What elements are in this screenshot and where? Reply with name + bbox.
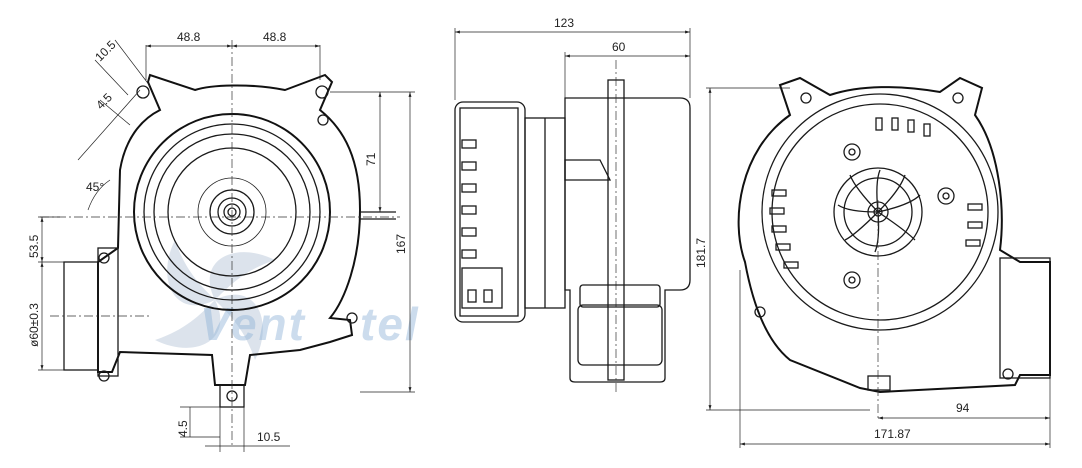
dim-line <box>99 99 131 126</box>
watermark-text: Vent <box>200 298 306 350</box>
side-view: 123 60 <box>454 16 691 395</box>
dim-angle: 45° <box>86 180 104 194</box>
rear-screw <box>843 143 861 161</box>
dim-right-upper: 71 <box>364 152 378 166</box>
front-housing-outline <box>97 73 362 386</box>
watermark: Vent tel <box>155 240 420 360</box>
side-tab <box>564 159 612 181</box>
front-screw-hole <box>317 114 329 126</box>
rear-screw-center <box>848 276 856 284</box>
rear-scroll <box>761 93 999 331</box>
side-outlet-top <box>579 284 661 308</box>
front-ear-hole <box>136 85 150 99</box>
dim-ext <box>114 39 151 87</box>
rear-fan-blades <box>837 169 921 253</box>
dim-top-right: 48.8 <box>263 30 287 44</box>
rear-screw <box>937 187 955 205</box>
dim-angle-arc <box>87 179 111 211</box>
side-motor-body <box>454 101 526 323</box>
dim-bottom-slot: 10.5 <box>257 430 281 444</box>
rear-ear-hole <box>952 92 964 104</box>
dim-line <box>94 59 129 96</box>
dim-height: 167 <box>394 234 408 254</box>
front-view: 48.8 48.8 10.5 4.5 45° 71 167 53.5 ø60±0… <box>27 30 415 452</box>
dim-bottom-offset: 4.5 <box>176 420 190 437</box>
side-blower-housing <box>564 97 691 383</box>
rear-outlet <box>999 257 1051 379</box>
front-ear-hole <box>315 85 329 99</box>
dim-top-left: 48.8 <box>177 30 201 44</box>
rear-ear-hole <box>800 92 812 104</box>
rear-screw-center <box>848 148 856 156</box>
rear-screw-center <box>942 192 950 200</box>
dim-ext <box>77 89 141 161</box>
rear-screw-hole <box>754 306 766 318</box>
dim-outlet-offset: 94 <box>956 401 970 415</box>
rear-screw <box>843 271 861 289</box>
front-shaft <box>223 203 241 221</box>
dim-slot-offset: 4.5 <box>93 90 115 112</box>
watermark-suffix: tel <box>360 298 420 350</box>
side-terminal <box>483 289 493 303</box>
side-terminal <box>467 289 477 303</box>
rear-scroll-inner <box>771 103 989 321</box>
dim-left-upper: 53.5 <box>27 234 41 258</box>
rear-housing-outline <box>737 76 1051 394</box>
rear-screw-hole <box>1002 368 1014 380</box>
dim-slot-width: 10.5 <box>92 37 119 64</box>
dim-total-length: 123 <box>554 16 574 30</box>
dim-motor-length: 60 <box>612 40 626 54</box>
side-motor-inner <box>459 107 519 317</box>
watermark-fan-icon <box>155 240 275 360</box>
front-screw-hole <box>346 312 358 324</box>
front-outlet-neck <box>97 247 119 377</box>
side-outlet <box>577 304 663 366</box>
side-motor-fins <box>461 139 477 259</box>
dim-rear-height: 181.7 <box>694 238 708 268</box>
front-screw-hole <box>98 252 110 264</box>
rear-vents <box>769 117 983 269</box>
dim-outlet-diameter: ø60±0.3 <box>27 303 41 347</box>
rear-view: 181.7 94 171.87 <box>694 76 1051 448</box>
side-terminal-block <box>461 267 503 309</box>
front-screw-hole <box>98 370 110 382</box>
dim-total-width: 171.87 <box>874 427 911 441</box>
rear-bottom-tab <box>867 375 891 391</box>
